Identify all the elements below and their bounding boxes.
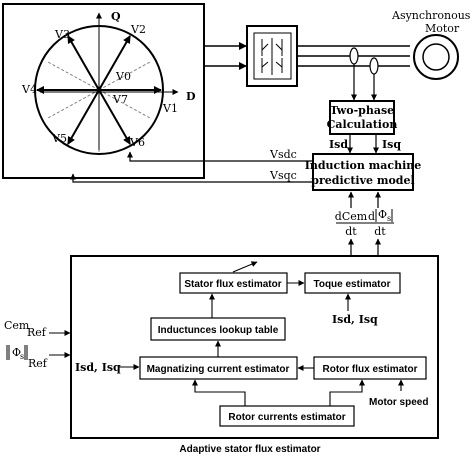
predictive-model-block: Induction machine predictive model	[305, 153, 422, 191]
vector-to-inverter-arrows	[204, 42, 247, 70]
dphi-phi: Φ	[378, 208, 387, 221]
phi-ref-subscript: Ref	[28, 357, 48, 370]
label-v0: V0	[115, 70, 131, 83]
two-phase-frame	[329, 100, 395, 135]
cem-ref-label: Cem	[4, 319, 30, 332]
motor-label-line1: Asynchronous	[391, 9, 471, 22]
two-phase-line2: Calculation	[327, 118, 398, 131]
two-phase-line1: Two-phase	[330, 104, 394, 117]
rotor-currents-estimator-label: Rotor currents estimator	[228, 412, 345, 423]
isd-label: Isd	[329, 138, 348, 151]
predictive-model-line1: Induction machine	[305, 159, 422, 172]
label-v7: V7	[112, 93, 128, 106]
vector-panel-frame	[2, 3, 205, 179]
two-phase-outputs	[347, 134, 379, 154]
stator-flux-estimator-label: Stator flux estimator	[184, 279, 281, 290]
torque-estimator-label: Toque estimator	[313, 279, 390, 290]
vector-labels: Q D V1 V2 V3 V4 V5 V6 V0 V7	[21, 10, 196, 149]
two-phase-block: Two-phase Calculation	[327, 100, 398, 135]
cem-ref-subscript: Ref	[27, 326, 47, 339]
voltage-vectors	[36, 35, 162, 145]
label-v2: V2	[130, 23, 146, 36]
estimator-caption: Adaptive stator flux estimator	[179, 444, 320, 455]
inverter-inner	[253, 32, 292, 80]
vector-v2	[98, 35, 131, 91]
dphi-subscript: s	[387, 214, 391, 223]
d-axis-label: D	[186, 90, 196, 103]
rotor-flux-estimator-label: Rotor flux estimator	[322, 364, 417, 375]
derivative-arrows	[348, 191, 381, 255]
label-v3: V3	[54, 28, 70, 41]
inductances-lookup-label: Inductunces lookup table	[158, 325, 279, 336]
phi-ref-symbol: Φ	[12, 346, 21, 359]
motor-outer	[413, 34, 459, 80]
label-v6: V6	[129, 136, 145, 149]
rotor-currents-estimator-box	[219, 405, 355, 427]
vector-v6	[98, 89, 131, 145]
phi-ref-s: s	[20, 352, 24, 361]
predictive-model-frame	[312, 153, 414, 191]
motor-speed-label: Motor speed	[369, 397, 428, 408]
vsdc-label: Vsdc	[269, 148, 297, 161]
torque-estimator-box	[304, 272, 401, 294]
derivative-labels: dCem dt d Φ s dt	[335, 208, 394, 238]
dcem-numerator: dCem	[335, 210, 368, 223]
label-v1: V1	[162, 102, 178, 115]
magnetizing-estimator-label: Magnatizing current estimator	[147, 364, 290, 375]
inductances-lookup-box	[150, 317, 286, 341]
current-sensors	[349, 47, 379, 75]
label-v4: V4	[21, 83, 37, 96]
reference-inputs: Cem Ref Φ s Ref	[4, 319, 48, 370]
predictive-model-line2: predictive model	[311, 174, 414, 187]
current-sensor-a	[349, 47, 359, 65]
current-sensor-b	[369, 57, 379, 75]
estimator-frame	[70, 255, 439, 439]
feedback-lines	[70, 151, 313, 183]
vector-v5	[67, 89, 100, 145]
vector-v3	[67, 35, 100, 91]
dcem-denominator: dt	[345, 225, 357, 238]
label-v5: V5	[51, 132, 67, 145]
motor-label-line2: Motor	[425, 22, 460, 35]
isq-label: Isq	[382, 138, 401, 151]
motor-inner	[422, 43, 450, 71]
dphi-denominator: dt	[374, 225, 386, 238]
space-vector-panel: Q D V1 V2 V3 V4 V5 V6 V0 V7	[2, 3, 205, 179]
sensor-lines	[351, 64, 377, 101]
vsqc-feedback-line	[70, 173, 313, 183]
q-axis-label: Q	[111, 10, 121, 23]
inverter-switches	[261, 38, 283, 75]
estimator-signal-labels: Isd, Isq Isd, Isq	[75, 313, 378, 374]
isd-isq-inner-label: Isd, Isq	[332, 313, 378, 326]
asynchronous-motor: Asynchronous Motor	[391, 9, 471, 80]
inverter-block	[246, 25, 298, 87]
vsqc-label: Vsqc	[269, 169, 297, 182]
dphi-d: d	[368, 210, 375, 223]
isd-isq-left-label: Isd, Isq	[75, 361, 121, 374]
estimator-connections	[49, 261, 404, 406]
vsdc-feedback-line	[127, 151, 313, 162]
